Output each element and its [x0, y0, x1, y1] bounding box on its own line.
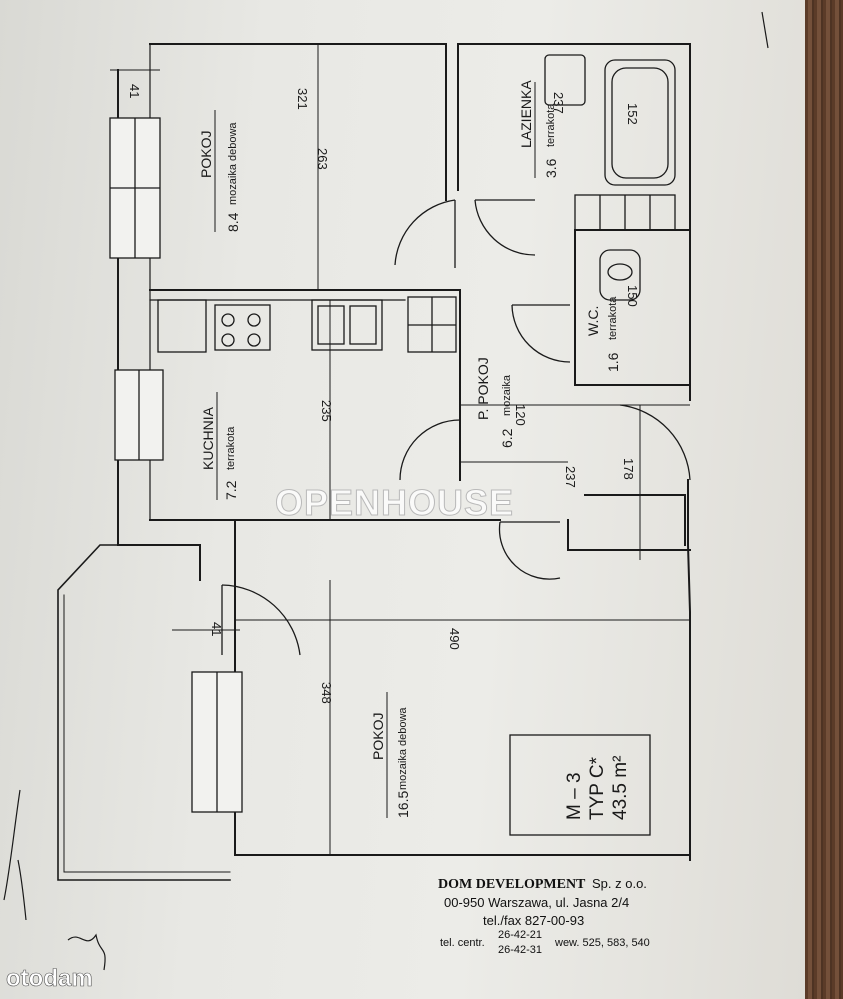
dim-321: 321	[295, 88, 310, 110]
svg-text:KUCHNIA: KUCHNIA	[200, 406, 216, 470]
svg-text:P. POKOJ: P. POKOJ	[475, 357, 491, 420]
room-label-kuchnia: KUCHNIA 7.2 terrakota	[200, 392, 239, 500]
developer-suffix: Sp. z o.o.	[592, 876, 647, 891]
dim-120: 120	[513, 404, 528, 426]
unit-info: M – 3 TYP C* 43.5 m²	[564, 756, 631, 820]
unit-code: M – 3	[564, 772, 585, 820]
developer-central-2: 26-42-31	[498, 944, 542, 956]
svg-text:6.2: 6.2	[499, 428, 515, 448]
svg-text:1.6: 1.6	[605, 352, 621, 372]
svg-text:W.C.: W.C.	[585, 306, 601, 336]
dim-152: 152	[625, 103, 640, 125]
dim-237-hall: 237	[563, 466, 578, 488]
room-label-przedpokoj: P. POKOJ 6.2 mozaika	[475, 357, 515, 448]
dim-178: 178	[621, 458, 636, 480]
room-label-wc: W.C. 1.6 terrakota	[585, 296, 621, 372]
room-label-pokoj-main: POKOJ 16.5 mozaika debowa	[370, 692, 411, 818]
dim-41-top: 41	[127, 84, 142, 98]
door-balcony	[221, 584, 301, 656]
dim-150: 150	[625, 285, 640, 307]
wooden-table-edge	[805, 0, 843, 999]
dim-235: 235	[319, 400, 334, 422]
outer-wall-left	[117, 69, 201, 581]
dim-490: 490	[447, 628, 462, 650]
svg-text:terrakota: terrakota	[607, 296, 619, 340]
svg-text:POKOJ: POKOJ	[198, 131, 214, 178]
svg-text:3.6: 3.6	[543, 158, 559, 178]
brand-logo: otodam	[6, 965, 93, 992]
developer-name: DOM DEVELOPMENT	[438, 877, 586, 892]
balcony-outline	[57, 544, 231, 881]
developer-central-1: 26-42-21	[498, 929, 542, 941]
developer-ext: wew. 525, 583, 540	[554, 937, 650, 949]
toilet	[599, 249, 641, 301]
unit-type: TYP C*	[587, 756, 608, 820]
kitchen-sink	[311, 299, 383, 351]
door-main-room	[498, 521, 561, 580]
dim-263: 263	[315, 148, 330, 170]
svg-text:7.2: 7.2	[223, 480, 239, 500]
unit-label-box	[509, 734, 651, 836]
door-wc	[511, 304, 571, 363]
developer-address: 00-950 Warszawa, ul. Jasna 2/4	[444, 895, 629, 910]
handwritten-marks	[3, 11, 769, 971]
stove	[157, 299, 207, 353]
developer-telfax: tel./fax 827-00-93	[483, 913, 584, 928]
svg-text:8.4: 8.4	[225, 212, 241, 232]
wall-closet	[584, 494, 686, 546]
unit-area: 43.5 m²	[610, 756, 631, 820]
svg-text:16.5: 16.5	[395, 791, 411, 818]
svg-text:terrakota: terrakota	[545, 103, 557, 147]
door-kitchen	[399, 419, 461, 481]
sink	[544, 54, 586, 106]
svg-text:LAZIENKA: LAZIENKA	[518, 80, 534, 148]
watermark-openhouse: OPENHOUSE	[275, 482, 514, 523]
svg-text:mozaika debowa: mozaika debowa	[227, 122, 239, 205]
room-label-lazienka: LAZIENKA 3.6 terrakota	[518, 80, 559, 178]
dim-348: 348	[319, 682, 334, 704]
wall-bathroom-top	[457, 43, 691, 401]
svg-text:mozaika: mozaika	[501, 374, 513, 416]
wall-closet-bottom	[567, 519, 691, 551]
door-entrance	[619, 404, 691, 481]
dim-237-bath: 237	[551, 92, 566, 114]
dim-41-bottom: 41	[209, 622, 224, 636]
developer-info: DOM DEVELOPMENT Sp. z o.o. 00-950 Warsza…	[438, 876, 650, 956]
svg-text:mozaika debowa: mozaika debowa	[397, 707, 409, 790]
outer-wall-right	[687, 479, 691, 861]
svg-text:POKOJ: POKOJ	[370, 713, 386, 760]
developer-central-label: tel. centr.	[440, 937, 485, 949]
bathtub	[604, 59, 676, 186]
wall-kitchen-bottom	[149, 519, 236, 581]
wall-top-room	[149, 43, 447, 201]
door-bathroom	[474, 199, 536, 256]
room-label-pokoj-top: POKOJ 8.4 mozaika debowa	[198, 110, 241, 232]
door-top-room	[394, 199, 456, 266]
svg-text:terrakota: terrakota	[225, 426, 237, 470]
